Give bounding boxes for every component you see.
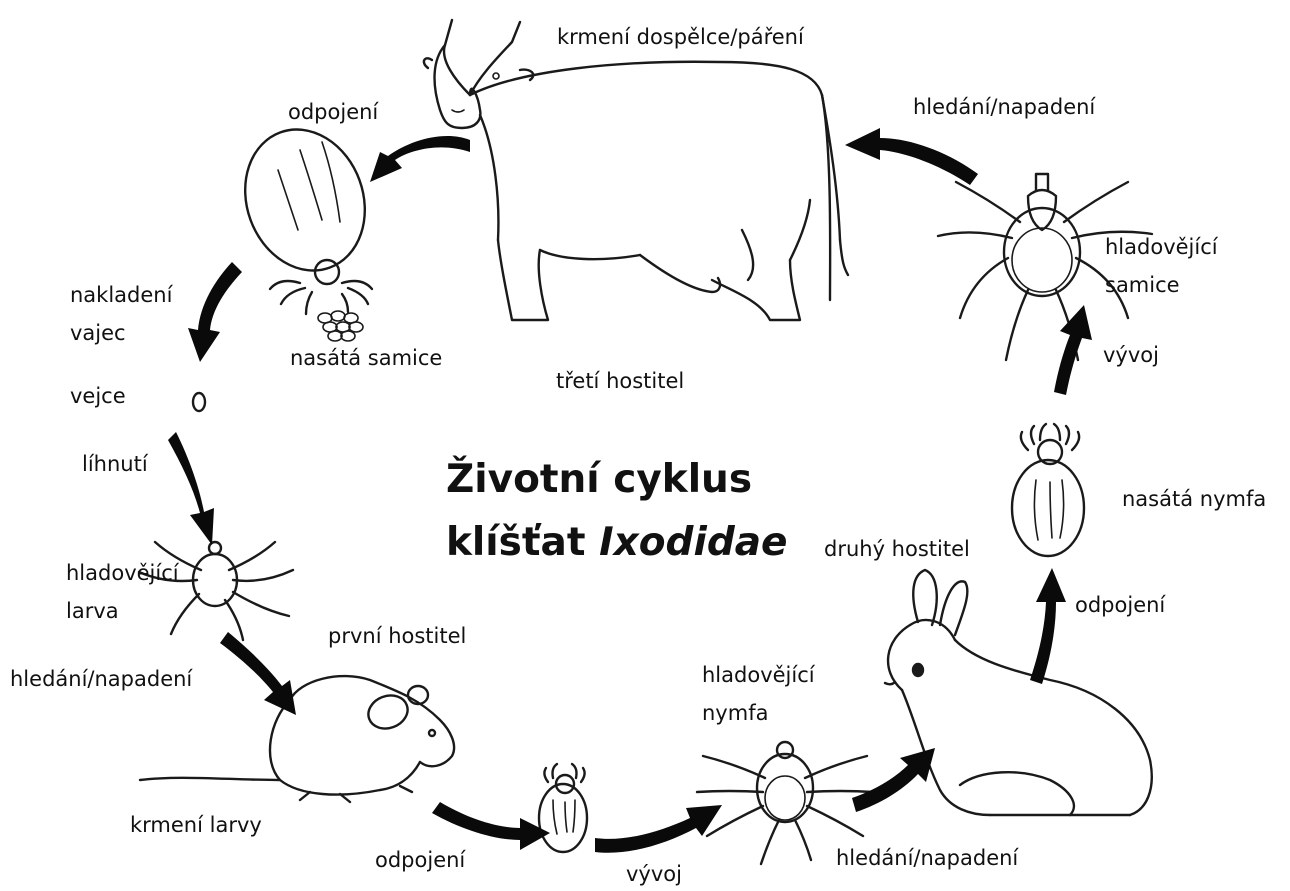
hungry-larva-tick — [139, 542, 293, 640]
label-adult-feeding: krmení dospělce/páření — [557, 22, 804, 54]
label-engorged-nymph: nasátá nymfa — [1122, 484, 1266, 516]
label-second-host: druhý hostitel — [824, 534, 970, 566]
arrow-rabbit-to-nymph-engorged — [1030, 568, 1066, 684]
label-first-host: první hostitel — [328, 621, 466, 653]
label-detach-right: odpojení — [1075, 590, 1165, 622]
label-hungry-nymph-line1: hladovějící — [702, 660, 815, 692]
engorged-nymph-tick — [1012, 424, 1084, 556]
label-hungry-female-line1: hladovějící — [1105, 232, 1218, 264]
label-eggs: vejce — [70, 381, 126, 413]
title-line-2: klíšťat Ixodidae — [446, 511, 788, 574]
label-hungry-nymph-line2: nymfa — [702, 698, 768, 730]
label-detach-bottom: odpojení — [375, 845, 465, 877]
hungry-female-tick — [938, 174, 1152, 360]
arrow-mouse-to-larva-engorged — [432, 802, 550, 850]
egg-icon — [193, 393, 205, 411]
label-quest-left: hledání/napadení — [10, 664, 192, 696]
label-develop-bottom: vývoj — [626, 859, 682, 891]
arrow-female-to-cow — [845, 128, 978, 185]
engorged-female-tick — [226, 113, 384, 341]
cow-illustration — [424, 20, 848, 320]
label-hungry-larva-line2: larva — [66, 596, 119, 628]
title-species-name: Ixodidae — [599, 520, 787, 565]
label-engorged-female: nasátá samice — [290, 343, 442, 375]
label-quest-bottom: hledání/napadení — [836, 843, 1018, 875]
label-quest-top: hledání/napadení — [913, 92, 1095, 124]
arrow-egg-to-larva — [168, 432, 214, 545]
arrow-nymph-to-female — [1054, 305, 1092, 395]
label-larva-feeding: krmení larvy — [130, 810, 262, 842]
label-hatching: líhnutí — [82, 449, 148, 481]
label-egg-laying-line1: nakladení — [70, 280, 172, 312]
engorged-larva-tick — [539, 764, 587, 852]
diagram-title: Životní cyklus klíšťat Ixodidae — [446, 448, 788, 574]
label-hungry-female-line2: samice — [1105, 270, 1180, 302]
label-third-host: třetí hostitel — [556, 366, 684, 398]
label-egg-laying-line2: vajec — [70, 318, 126, 350]
title-line-1: Životní cyklus — [446, 448, 788, 511]
label-develop-right: vývoj — [1103, 340, 1159, 372]
arrow-female-to-eggs — [188, 262, 242, 362]
arrow-larva-to-mouse — [220, 632, 296, 715]
label-hungry-larva-line1: hladovějící — [66, 558, 179, 590]
arrow-larva-to-nymph — [595, 805, 722, 853]
title-line-2-prefix: klíšťat — [446, 520, 599, 565]
label-detach-top: odpojení — [288, 97, 378, 129]
arrow-cow-to-female — [370, 136, 470, 182]
